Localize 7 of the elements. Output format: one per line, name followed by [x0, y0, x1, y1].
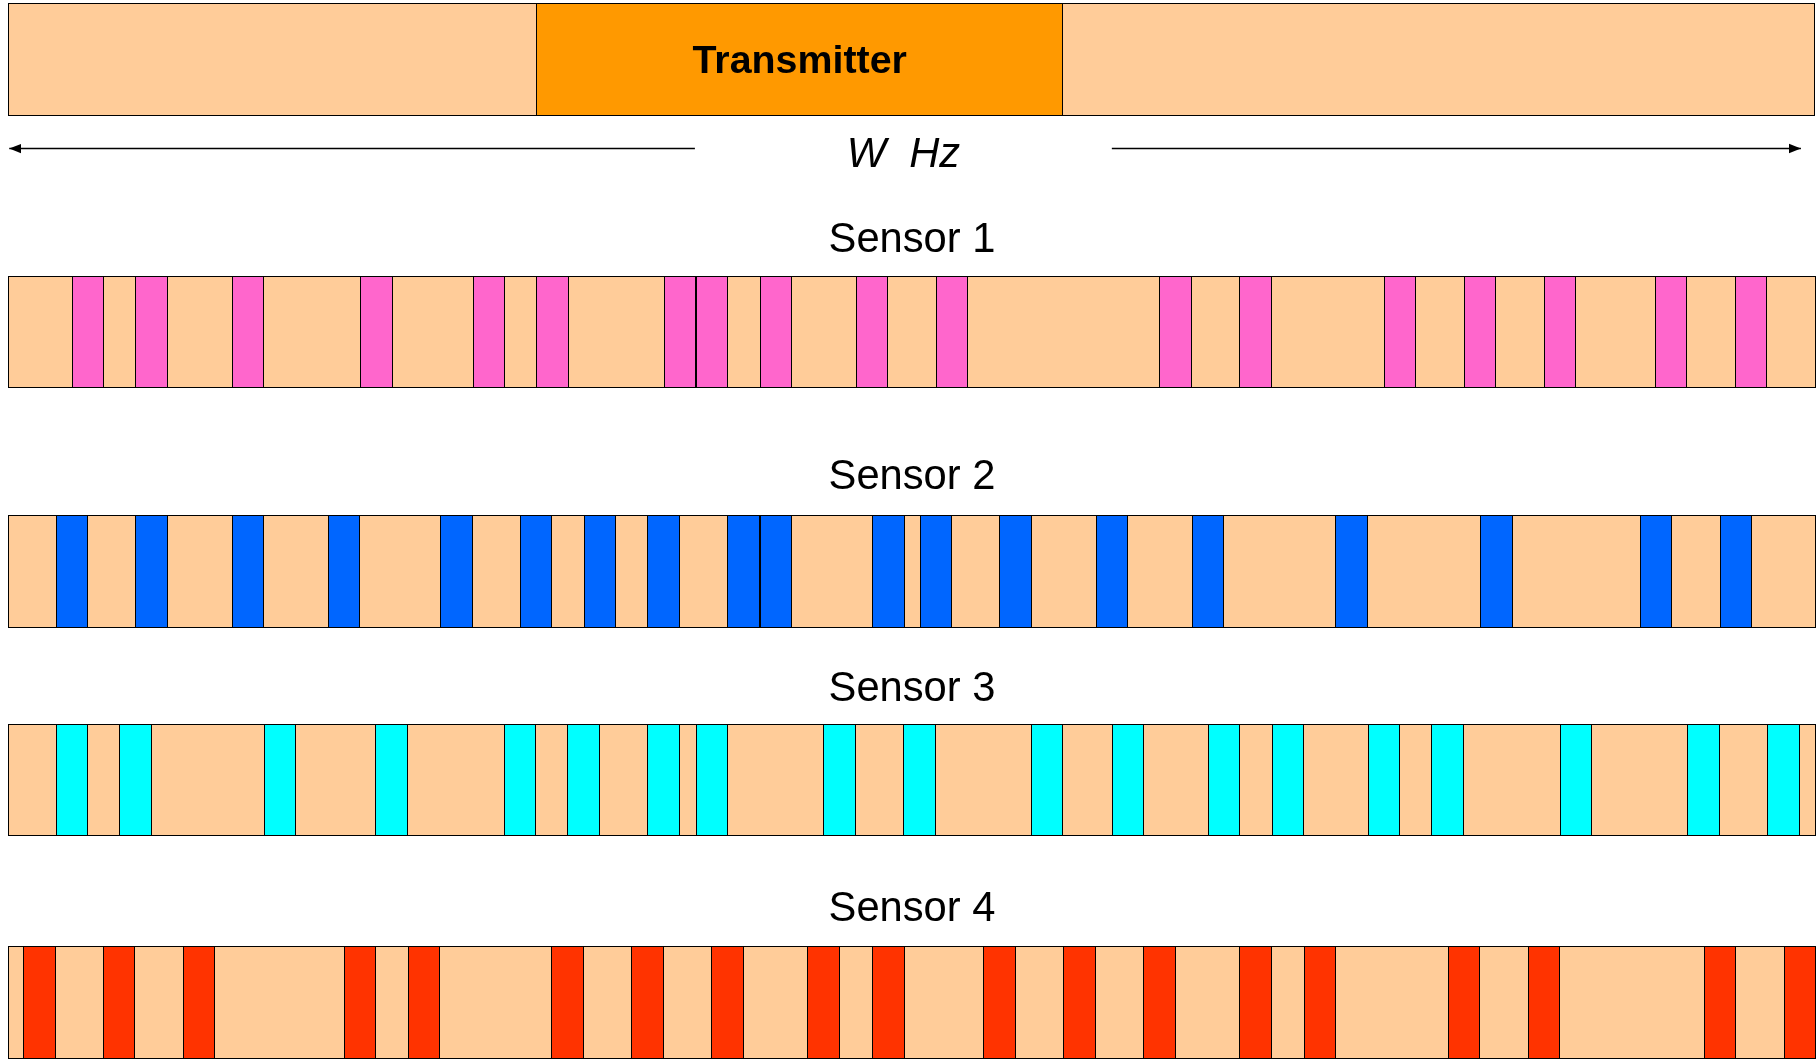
sensor-label: Sensor 2 [827, 450, 997, 501]
sensor-label: Sensor 3 [827, 662, 997, 713]
sensor-label: Sensor 4 [827, 882, 997, 933]
frequency-band [8, 3, 1815, 116]
dimension-label: W Hz [845, 128, 962, 179]
sensor-label: Sensor 1 [827, 212, 997, 263]
transmitter-band: Transmitter [536, 3, 1064, 116]
